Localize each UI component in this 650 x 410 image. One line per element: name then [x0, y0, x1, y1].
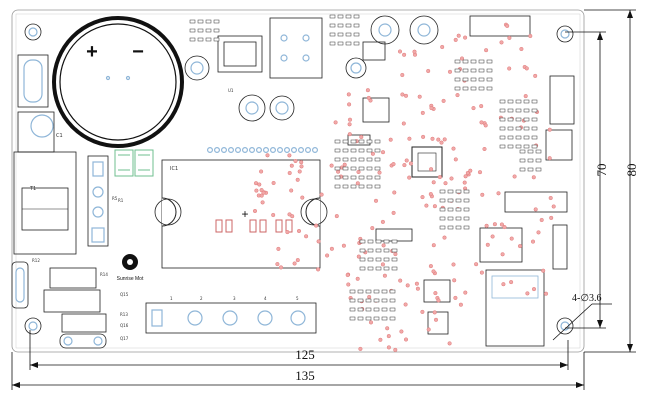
label-t1: T1 [29, 186, 36, 192]
label-q16: Q16 [120, 323, 129, 328]
capacitor-minus-label: − [132, 41, 144, 63]
lower-left-parts: Q15 R13 Q16 Q17 R12 R14 R1 [11, 198, 129, 349]
label-c1: C1 [56, 133, 63, 139]
label-module-plus: + [241, 207, 248, 221]
terminal-block: 1 2 3 4 5 [145, 296, 317, 334]
terminal-label-2: 2 [200, 296, 203, 301]
capacitor-plus-label: + [86, 41, 98, 63]
vias [252, 22, 556, 352]
relay-blocks [114, 149, 154, 177]
label-ic1: IC1 [170, 166, 178, 172]
label-r13: R13 [120, 312, 128, 317]
label-q17: Q17 [120, 336, 129, 341]
sunrise-logo: Sunrise Mot [117, 254, 144, 282]
terminal-label-5: 5 [296, 296, 299, 301]
logo-text: Sunrise Mot [117, 276, 144, 282]
label-r14: R14 [100, 272, 108, 277]
upper-center-parts: U1 [184, 15, 531, 146]
label-r5: R5 [112, 196, 118, 201]
label-q15: Q15 [120, 292, 129, 297]
pin-row-top [207, 147, 319, 154]
label-r1: R1 [118, 198, 124, 203]
hole-note-label: 4-∅3.6 [572, 293, 602, 304]
dim-70-label: 70 [594, 164, 609, 177]
dimension-labels: 125 135 70 80 4-∅3.6 [295, 164, 639, 384]
dim-135-label: 135 [295, 368, 315, 383]
power-module: + IC1 [154, 159, 328, 269]
dim-125-label: 125 [295, 347, 315, 362]
terminal-label-1: 1 [170, 296, 173, 301]
terminal-label-3: 3 [233, 296, 236, 301]
label-r12: R12 [32, 258, 40, 263]
dim-80-label: 80 [624, 164, 639, 177]
left-connectors: C1 T1 [13, 54, 77, 255]
smd-pads [189, 14, 542, 321]
label-u1: U1 [228, 88, 234, 93]
main-capacitor: + − [52, 16, 184, 148]
right-side-parts [375, 75, 575, 347]
terminal-label-4: 4 [264, 296, 267, 301]
vertical-connector: R5 [87, 155, 118, 247]
mcu-chip [411, 146, 443, 178]
dimension-lines [11, 9, 636, 390]
